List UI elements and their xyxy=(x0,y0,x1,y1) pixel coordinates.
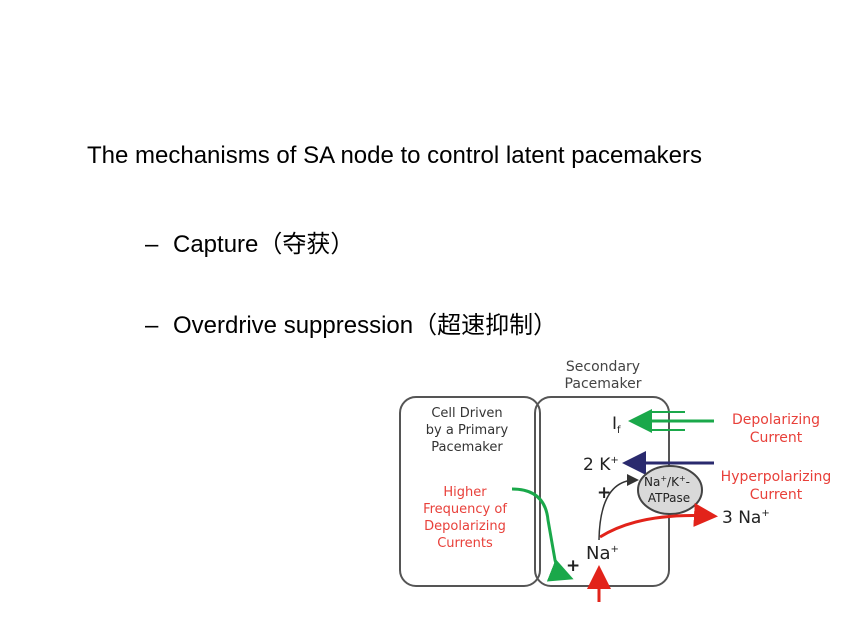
higher-frequency-line1: Higher xyxy=(443,485,487,500)
hyperpolarizing-current-line1: Hyperpolarizing xyxy=(721,469,832,485)
higher-frequency-line3: Depolarizing xyxy=(424,519,506,534)
sodium-efflux-label: 3 Na+ xyxy=(722,508,770,528)
plus-sign-pump: + xyxy=(597,483,611,503)
bullet-dash: – xyxy=(145,231,159,258)
depolarizing-current-line1: Depolarizing xyxy=(732,412,820,428)
pump-label-line2: ATPase xyxy=(648,491,690,505)
hyperpolarizing-current-line2: Current xyxy=(750,487,803,503)
stimulation-arrow xyxy=(598,474,639,541)
higher-frequency-line4: Currents xyxy=(437,536,493,551)
sodium-label: Na+ xyxy=(586,543,619,564)
higher-frequency-line2: Frequency of xyxy=(423,502,507,517)
secondary-label-line2: Pacemaker xyxy=(565,376,642,392)
secondary-label-line1: Secondary xyxy=(566,359,640,375)
bullet-capture: –Capture（夺获） xyxy=(145,224,354,259)
potassium-label: 2 K+ xyxy=(583,455,619,475)
sodium-efflux-arrow xyxy=(599,503,718,539)
pump-label-line1: Na+/K+- xyxy=(644,474,690,489)
primary-driven-cell xyxy=(399,396,541,587)
cell-label-line2: by a Primary xyxy=(426,423,509,438)
if-label: If xyxy=(612,414,621,436)
bullet-text: Overdrive suppression（超速抑制） xyxy=(173,312,558,339)
plus-sign-bottom: + xyxy=(566,556,580,576)
bullet-dash: – xyxy=(145,312,159,339)
bullet-overdrive-suppression: –Overdrive suppression（超速抑制） xyxy=(145,305,557,340)
slide-title: The mechanisms of SA node to control lat… xyxy=(87,142,702,169)
depolarizing-current-arrow xyxy=(511,487,574,582)
depolarizing-current-line2: Current xyxy=(750,430,803,446)
na-k-atpase-pump xyxy=(637,465,703,515)
cell-label-line3: Pacemaker xyxy=(431,440,503,455)
bullet-text: Capture（夺获） xyxy=(173,231,355,258)
cell-label-line1: Cell Driven xyxy=(431,406,502,421)
